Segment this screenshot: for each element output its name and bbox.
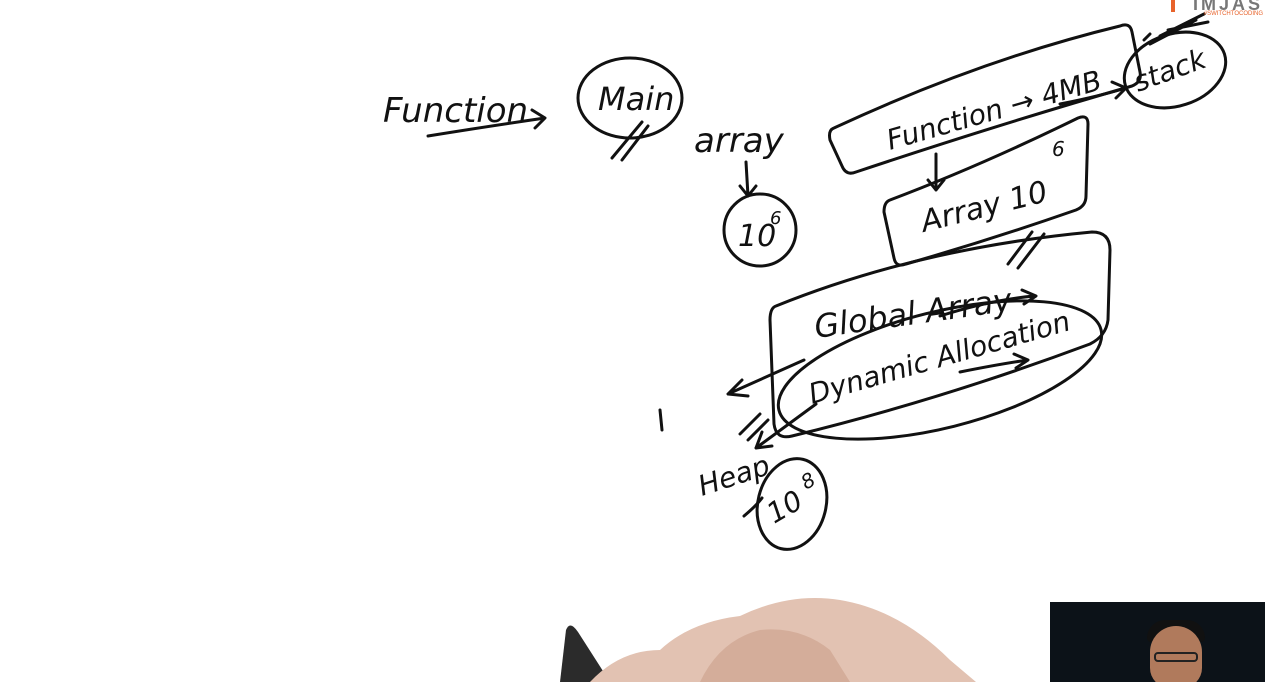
label-main: Main — [598, 80, 674, 118]
arrow-to-heap — [754, 402, 818, 450]
presenter-webcam — [1050, 602, 1265, 682]
global-array-box — [768, 230, 1112, 439]
brand-logo: IMJAS #SWITCHTOCODING — [1165, 0, 1265, 22]
stack-scribble — [1142, 12, 1210, 46]
logo-text: IMJAS — [1192, 0, 1263, 14]
logo-tagline: #SWITCHTOCODING — [1203, 11, 1263, 17]
array-10-6-box — [882, 115, 1090, 267]
label-10-6: 10 — [738, 219, 776, 254]
label-stack: stack — [1129, 42, 1212, 99]
ten6-oval — [722, 192, 798, 268]
arrow-to-stack — [1058, 80, 1128, 106]
stray-mark — [658, 408, 664, 432]
label-10-8-exp: 8 — [797, 467, 820, 494]
ten8-oval — [755, 457, 829, 551]
label-array: array — [694, 121, 785, 161]
label-10-8: 10 — [761, 484, 808, 530]
label-array-10-6-exp: 6 — [1052, 137, 1065, 161]
label-function-4mb: Function → 4MB — [883, 64, 1105, 157]
arrow-left-out — [726, 358, 806, 398]
main-tick-marks — [610, 120, 650, 162]
presenter-hand — [560, 598, 976, 682]
presenter-face — [1150, 626, 1202, 682]
heap-connector — [742, 496, 764, 518]
presenter-glasses-icon — [1154, 652, 1198, 662]
dynamic-allocation-oval — [776, 299, 1104, 441]
label-10-6-exp: 6 — [770, 208, 781, 229]
arrow-dynamic-underline — [958, 352, 1030, 374]
logo-bar-icon — [1171, 0, 1175, 12]
double-slash-marks — [1006, 230, 1046, 270]
arrow-function-to-main — [426, 108, 547, 138]
heap-slash-marks — [738, 412, 770, 442]
arrow-array-down — [738, 160, 758, 198]
function-4mb-box — [828, 23, 1142, 175]
label-heap: Heap — [694, 449, 774, 503]
